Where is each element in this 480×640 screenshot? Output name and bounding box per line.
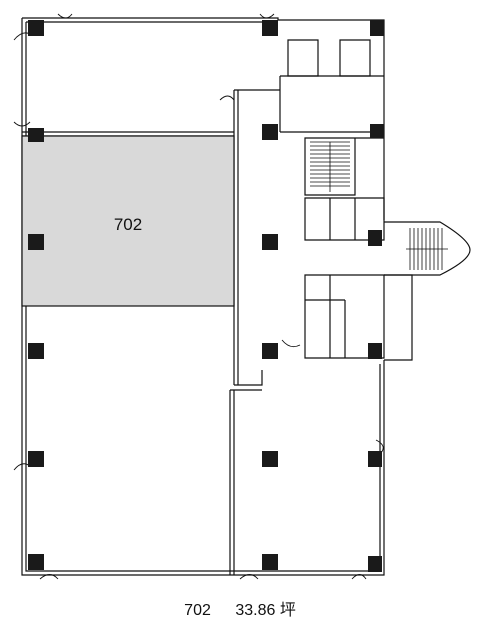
column bbox=[28, 343, 44, 359]
unit-702-area bbox=[21, 135, 235, 307]
column bbox=[28, 451, 44, 467]
toilet-wall-upper bbox=[304, 197, 385, 241]
corridor-wall-right bbox=[279, 75, 384, 133]
stair-treads bbox=[310, 141, 448, 270]
column bbox=[262, 343, 278, 359]
column bbox=[370, 20, 384, 36]
column bbox=[368, 451, 382, 467]
caption-area: 33.86 坪 bbox=[235, 602, 296, 619]
column bbox=[28, 234, 44, 250]
column bbox=[368, 556, 382, 572]
column bbox=[262, 20, 278, 36]
columns bbox=[28, 20, 384, 572]
column bbox=[262, 124, 278, 140]
lower-right-room-wall bbox=[229, 389, 262, 575]
column bbox=[368, 343, 382, 359]
column bbox=[262, 451, 278, 467]
caption: 702 33.86 坪 bbox=[0, 596, 480, 620]
column bbox=[262, 554, 278, 570]
column bbox=[28, 128, 44, 142]
elevator-shafts bbox=[287, 39, 371, 77]
toilet-wall-lower bbox=[304, 274, 385, 359]
column bbox=[262, 234, 278, 250]
unit-702-label: 702 bbox=[114, 215, 142, 234]
column bbox=[28, 554, 44, 570]
external-stair-wall bbox=[384, 221, 471, 276]
right-wing-wall bbox=[384, 274, 413, 361]
upper-room-wall bbox=[22, 131, 234, 137]
stair-wall bbox=[304, 137, 384, 196]
column bbox=[28, 20, 44, 36]
column bbox=[370, 124, 384, 138]
caption-unit: 702 bbox=[184, 602, 211, 619]
column bbox=[368, 230, 382, 246]
